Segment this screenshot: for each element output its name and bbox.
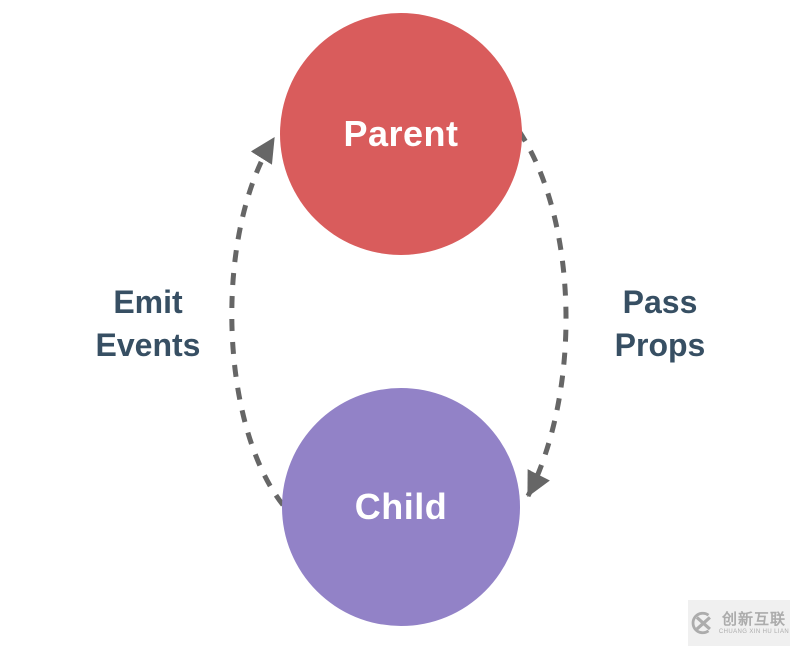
pass-props-arrow bbox=[516, 129, 569, 498]
emit-events-label-line1: Emit bbox=[113, 284, 183, 320]
watermark-badge: 创新互联 CHUANG XIN HU LIAN bbox=[688, 600, 790, 646]
emit-events-label: Emit Events bbox=[48, 281, 248, 367]
watermark-brand: 创新互联 bbox=[721, 610, 786, 628]
parent-node: Parent bbox=[280, 13, 522, 255]
emit-events-arrow bbox=[229, 136, 285, 507]
emit-events-label-line2: Events bbox=[95, 327, 201, 363]
watermark-subtext: CHUANG XIN HU LIAN bbox=[718, 628, 790, 635]
watermark-text: 创新互联 CHUANG XIN HU LIAN bbox=[719, 612, 789, 635]
pass-props-label-line2: Props bbox=[614, 327, 706, 363]
watermark-logo-icon bbox=[691, 611, 711, 635]
parent-node-label: Parent bbox=[343, 113, 459, 154]
child-node-label: Child bbox=[354, 486, 448, 527]
pass-props-label: Pass Props bbox=[560, 281, 760, 367]
child-node: Child bbox=[282, 388, 520, 626]
pass-props-label-line1: Pass bbox=[622, 284, 698, 320]
